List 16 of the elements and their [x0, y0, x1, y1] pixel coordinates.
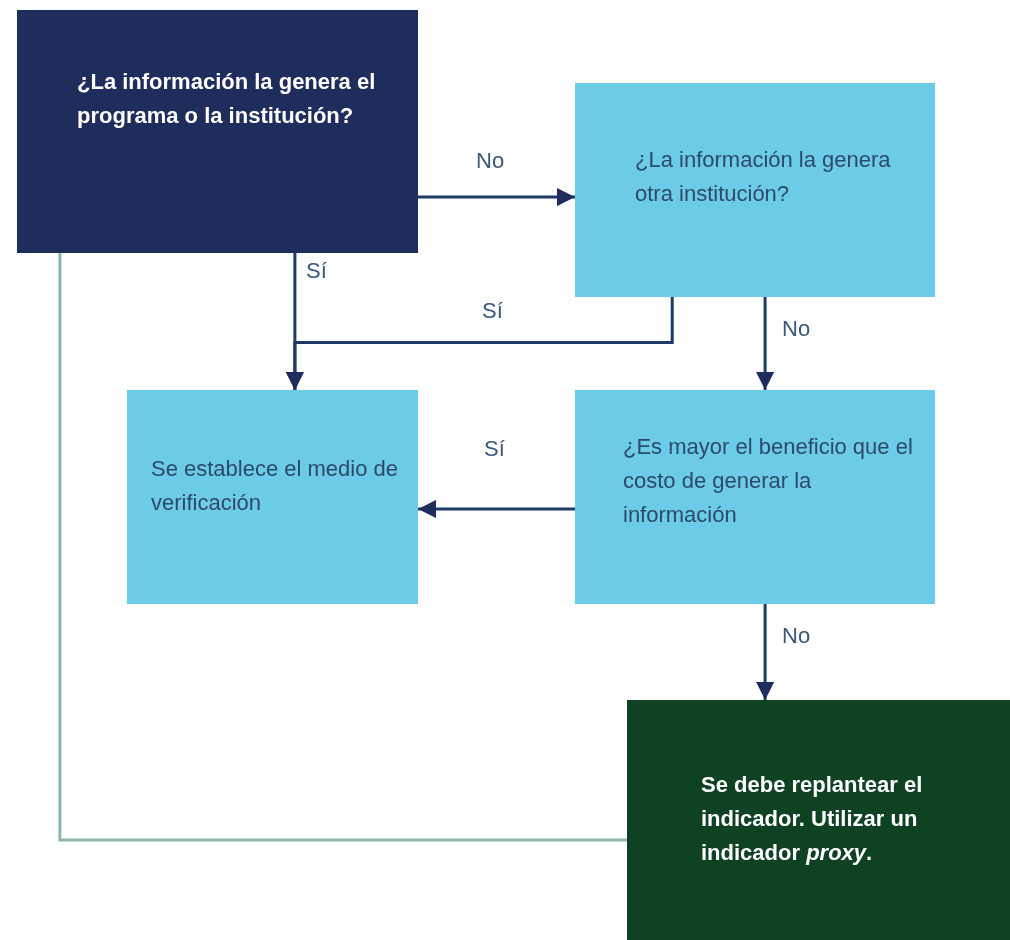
result-box — [627, 700, 1010, 940]
node-text: ¿Es mayor el beneficio que el costo de generar la información — [623, 433, 914, 529]
arrow — [756, 297, 775, 390]
arrow — [756, 604, 775, 700]
node-text: ¿La información la genera otra institución? — [635, 146, 892, 208]
process-box — [127, 390, 418, 604]
arrow — [418, 188, 575, 207]
node-text: ¿La información la genera el programa o la institución? — [77, 68, 377, 130]
arrow — [418, 500, 575, 518]
connector-line — [58, 253, 627, 842]
node-text: Se establece el medio de verificación — [151, 455, 400, 517]
decision-box — [17, 10, 418, 253]
arrow — [285, 297, 674, 390]
decision-box — [575, 83, 935, 297]
decision-box — [575, 390, 935, 604]
node-text: Se debe replantear el indicador. Utilizar un indicador proxy. — [701, 771, 924, 867]
